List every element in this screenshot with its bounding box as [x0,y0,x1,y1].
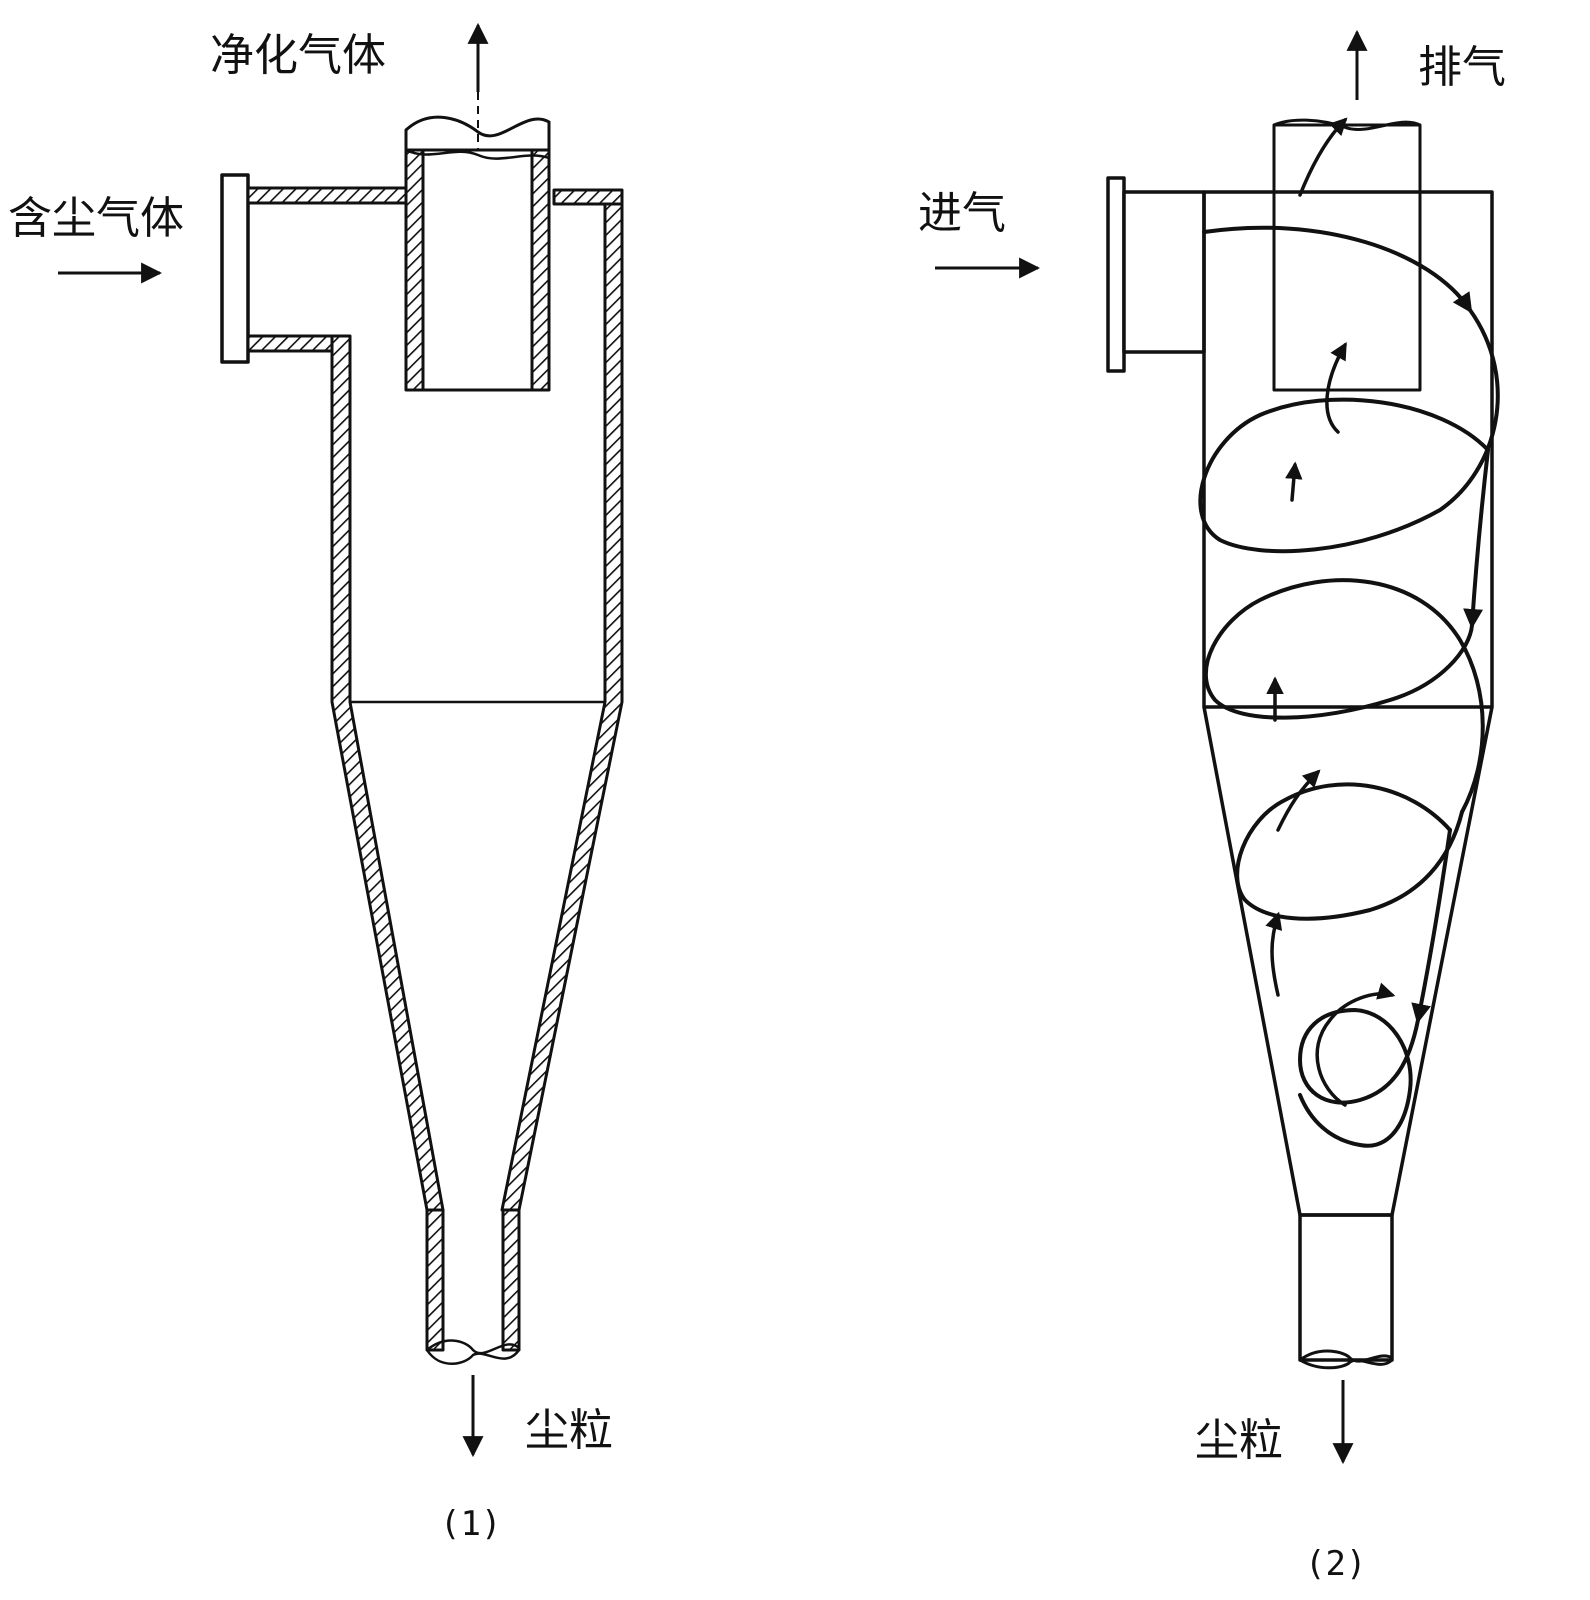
spiral-vortex-path [1198,225,1500,1148]
body-left-wall [330,334,445,1212]
cyclone-section-lines [350,92,605,1365]
dust-label-right: 尘粒 [1195,1415,1283,1466]
roof-right [552,188,624,206]
dust-label-left: 尘粒 [525,1405,613,1456]
dust-pipe-right [1298,1213,1394,1362]
inlet-flange-left [220,173,250,364]
flow-arrows-right [935,29,1368,1465]
caption-1: (1) [440,1504,501,1544]
inlet-duct-right [1122,190,1206,354]
inlet-label: 进气 [918,188,1006,239]
inlet-flange-right [1106,176,1126,373]
exhaust-pipe [1272,123,1422,392]
outlet-pipe-left-wall [404,148,425,392]
clean-gas-label: 净化气体 [210,30,386,81]
inlet-duct-top-wall [246,186,410,205]
exhaust-label: 排气 [1418,42,1506,93]
caption-2: (2) [1305,1544,1366,1584]
dust-pipe-right-wall [501,1208,521,1352]
outlet-pipe-break-top [404,115,551,152]
dust-pipe-break [426,1339,520,1355]
inner-upflow-arrows [1265,117,1396,1107]
body-right-wall [500,202,624,1212]
cylinder-body [1202,190,1494,709]
cyclone-section-figure [220,148,624,1352]
dusty-gas-label: 含尘气体 [8,193,184,244]
dust-pipe-left-wall [425,1208,445,1352]
outlet-pipe-right-wall [530,148,551,392]
inlet-duct-bottom-wall [246,334,338,353]
flow-arrows-left [58,22,489,1458]
cyclone-flow-figure [1106,118,1494,1370]
